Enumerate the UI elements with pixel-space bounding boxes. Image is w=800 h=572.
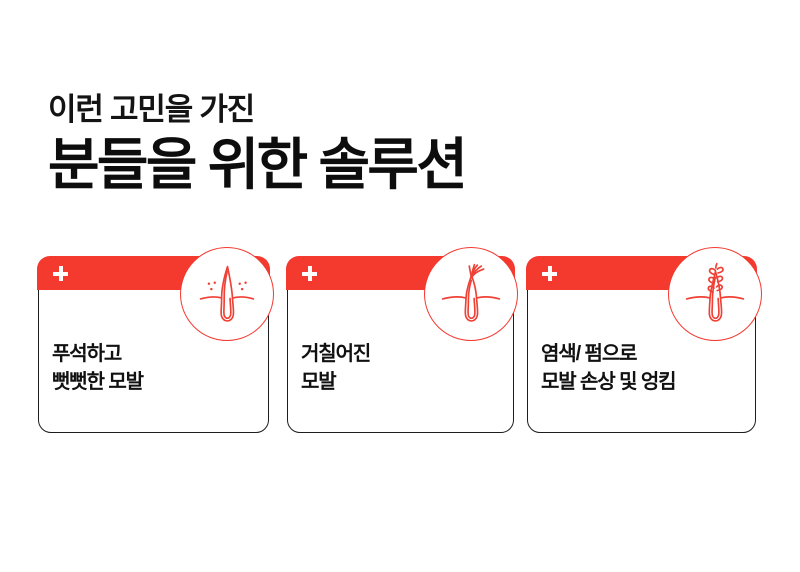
problem-cards-row: 푸석하고 뻣뻣한 모발 [0,247,800,437]
hair-follicle-with-flakes-icon [180,247,274,341]
hair-follicle-tangled-icon [668,247,762,341]
problem-card-rough-hair[interactable]: 거칠어진 모발 [286,247,518,433]
card-label-line-1: 푸석하고 [52,343,122,365]
card-label: 거칠어진 모발 [301,340,507,397]
card-label-line-2: 모발 [301,371,337,394]
plus-icon [302,265,318,281]
hair-follicle-split-ends-icon [424,247,518,341]
plus-icon [542,265,558,281]
eyebrow-text: 이런 고민을 가진 [48,92,255,127]
card-label-line-2: 모발 손상 및 엉킴 [541,371,677,394]
card-label: 염색/ 펌으로 모발 손상 및 엉킴 [541,340,749,397]
page-title: 분들을 위한 솔루션 [48,132,468,196]
heading-block: 이런 고민을 가진 분들을 위한 솔루션 [48,92,748,195]
problem-card-dye-perm-damage[interactable]: 염색/ 펌으로 모발 손상 및 엉킴 [526,247,762,433]
card-label-line-2: 뻣뻣한 모발 [52,371,144,394]
plus-icon [53,265,69,281]
card-label-line-1: 염색/ 펌으로 [541,343,638,365]
card-label-line-1: 거칠어진 [301,343,371,365]
card-label: 푸석하고 뻣뻣한 모발 [52,340,262,397]
problem-card-dry-stiff-hair[interactable]: 푸석하고 뻣뻣한 모발 [37,247,274,433]
